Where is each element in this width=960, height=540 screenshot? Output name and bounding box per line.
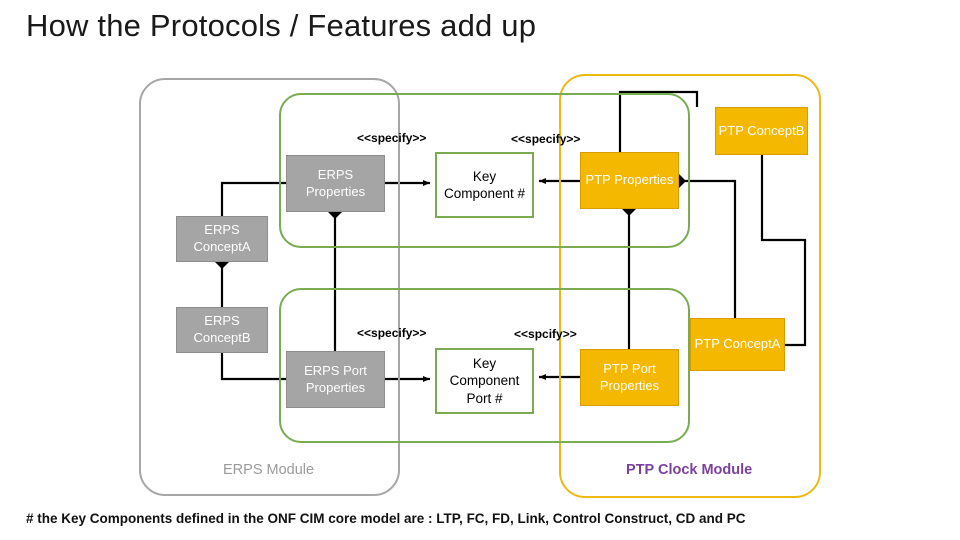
box-erps-properties[interactable]: ERPS Properties [286,155,385,212]
stereotype-specify-top-right: <<specify>> [511,132,581,146]
stereotype-specify-bottom-left: <<specify>> [357,326,427,340]
ptp-module-label: PTP Clock Module [626,462,753,478]
properties-group-top [279,93,690,248]
box-key-component-port[interactable]: Key Component Port # [435,348,534,414]
stereotype-specify-top-left: <<specify>> [357,131,427,145]
box-ptp-port-properties[interactable]: PTP Port Properties [580,349,679,406]
stereotype-specify-bottom-right: <<spcify>> [514,327,577,341]
wire-erps-conceptb-to-erps-port-properties [220,353,286,381]
properties-group-bottom [279,288,690,443]
wire-ptp-conceptb-to-ptp-concepta [760,155,807,347]
wire-ptp-conceptb-to-ptp-properties [618,90,699,152]
box-ptp-concept-a[interactable]: PTP ConceptA [690,318,785,371]
erps-module-label: ERPS Module [223,462,315,478]
footnote-text: # the Key Components defined in the ONF … [26,511,746,526]
ptp-module-container [559,74,821,498]
erps-module-container [139,78,400,496]
box-erps-concept-a[interactable]: ERPS ConceptA [176,216,268,262]
box-erps-port-properties[interactable]: ERPS Port Properties [286,351,385,408]
box-key-component[interactable]: Key Component # [435,152,534,218]
box-ptp-concept-b[interactable]: PTP ConceptB [715,107,808,155]
wire-erps-concepta-to-erps-properties [220,181,286,216]
wire-ptp-properties-to-ptp-concepta [679,179,737,318]
box-ptp-properties[interactable]: PTP Properties [580,152,679,209]
page-title: How the Protocols / Features add up [26,8,537,43]
box-erps-concept-b[interactable]: ERPS ConceptB [176,307,268,353]
